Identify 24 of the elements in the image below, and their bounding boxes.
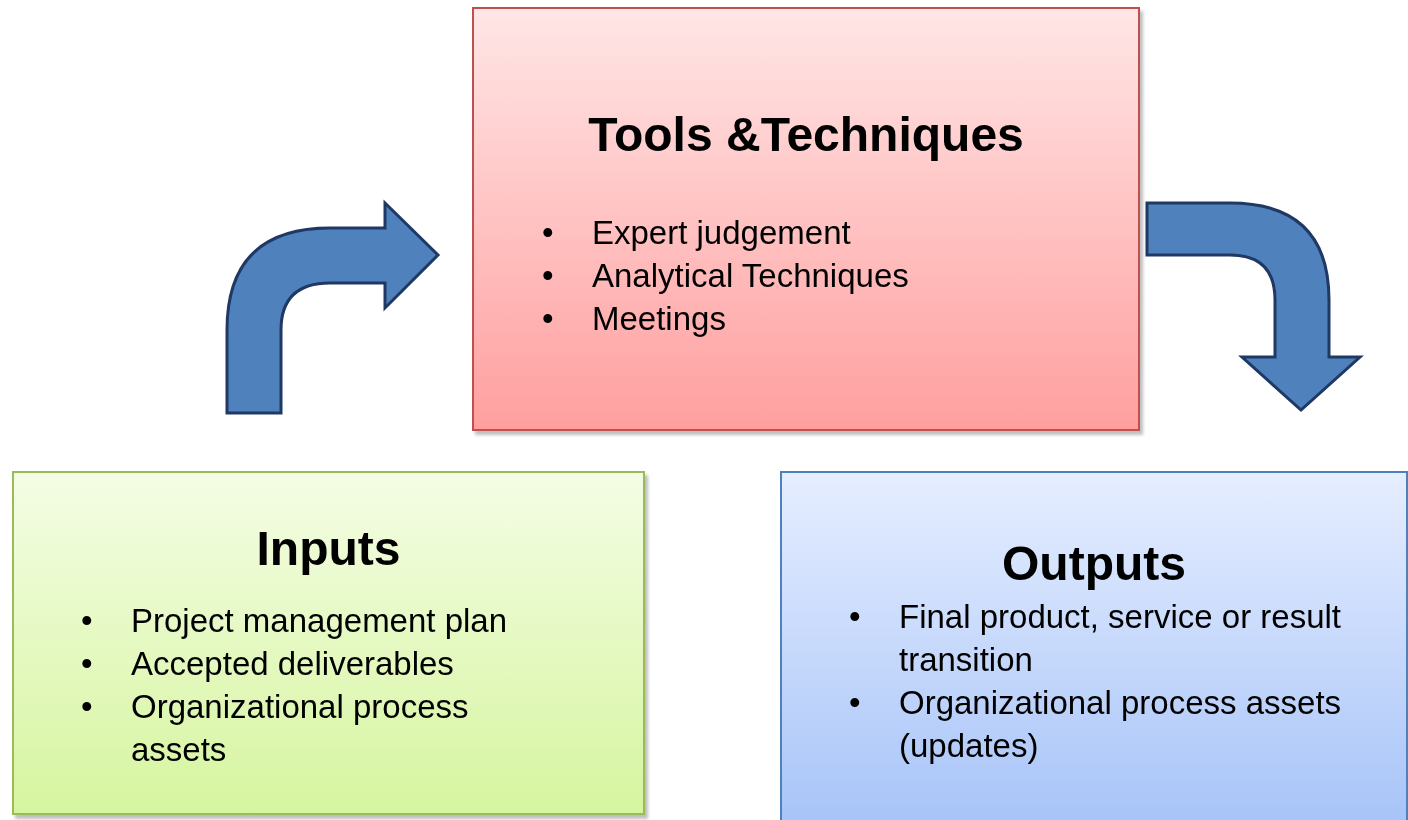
process-box bbox=[12, 471, 645, 815]
bullet-text: Expert judgement bbox=[592, 213, 851, 253]
bullet-text: Project management plan bbox=[131, 601, 508, 641]
bullet-marker: • bbox=[81, 645, 93, 682]
box-heading: Tools &Techniques bbox=[588, 109, 1024, 162]
curved-block-arrow bbox=[1145, 201, 1362, 412]
box-heading: Outputs bbox=[1002, 538, 1186, 591]
bullet-text: Organizational process assets (updates) bbox=[899, 683, 1343, 766]
bullet-text: Final product, service or result transition bbox=[899, 597, 1342, 680]
box-heading: Inputs bbox=[256, 523, 401, 576]
curved-block-arrow bbox=[225, 201, 440, 415]
process-box bbox=[472, 7, 1140, 431]
bullet-text: Analytical Techniques bbox=[592, 256, 909, 296]
bullet-text: Organizational process assets bbox=[131, 687, 470, 770]
bullet-marker: • bbox=[542, 300, 554, 337]
bullet-text: Accepted deliverables bbox=[131, 644, 454, 684]
bullet-marker: • bbox=[542, 257, 554, 294]
process-box bbox=[780, 471, 1408, 820]
bullet-marker: • bbox=[849, 684, 861, 721]
bullet-text: Meetings bbox=[592, 299, 726, 339]
bullet-marker: • bbox=[81, 602, 93, 639]
bullet-marker: • bbox=[542, 214, 554, 251]
bullet-marker: • bbox=[81, 688, 93, 725]
bullet-marker: • bbox=[849, 598, 861, 635]
